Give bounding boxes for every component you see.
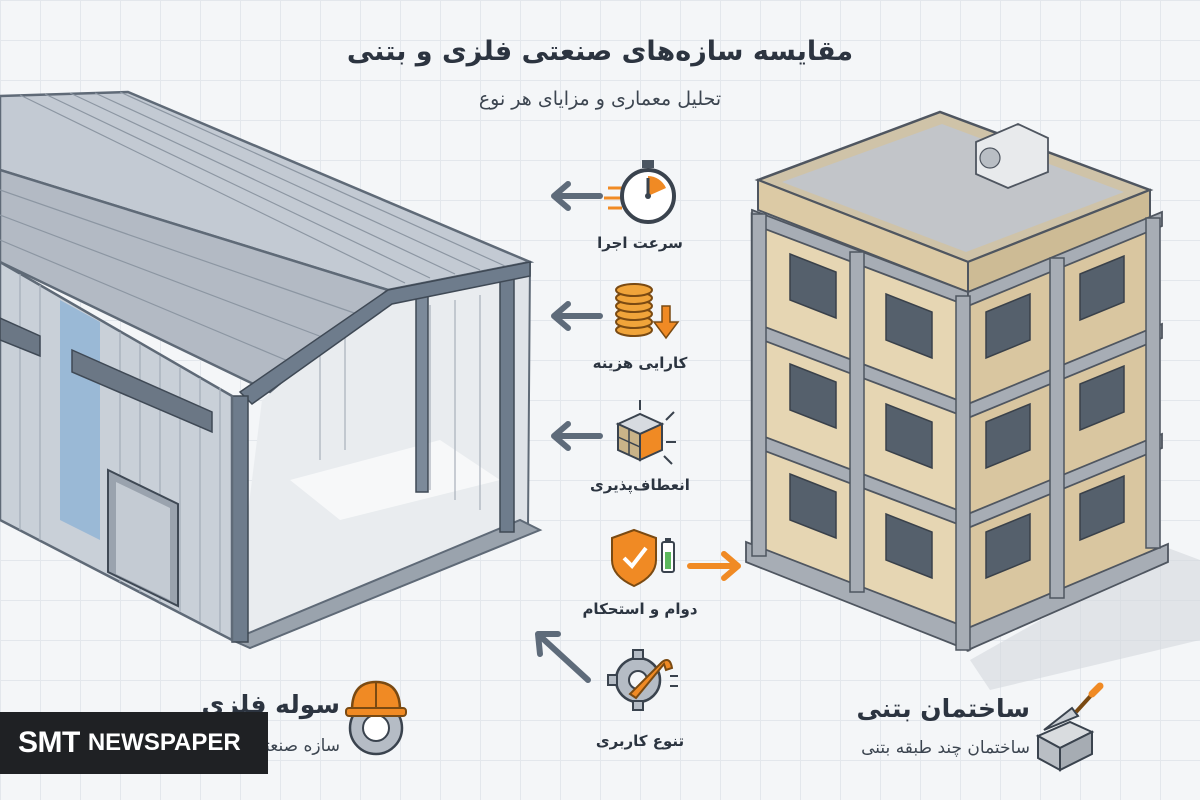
concrete-title: ساختمان بتنی: [856, 694, 1030, 723]
feature-flexibility-label: انعطاف‌پذیری: [590, 476, 690, 494]
feature-flexibility: انعطاف‌پذیری: [570, 474, 710, 494]
diagram-title: مقایسه سازه‌های صنعتی فلزی و بتنی: [346, 36, 854, 67]
watermark-name: NEWSPAPER: [87, 729, 241, 756]
feature-usage: تنوع کاربری: [570, 730, 710, 750]
feature-usage-label: تنوع کاربری: [595, 732, 685, 750]
arrow-left-speed-icon: [551, 181, 603, 211]
feature-durability-label: دوام و استحکام: [582, 600, 698, 618]
stopwatch-icon: [604, 160, 676, 224]
coins-icon: [615, 283, 680, 340]
steel-subtitle: سازه صنعتی: [250, 736, 340, 756]
arrow-right-durability-icon: [687, 551, 741, 581]
hard-hat-icon: [345, 680, 407, 756]
arrow-left-flex-icon: [551, 421, 603, 451]
concrete-subtitle: ساختمان چند طبقه بتنی: [861, 738, 1030, 758]
watermark-logo: SMT NEWSPAPER: [0, 712, 268, 774]
gear-wrench-icon: [607, 649, 678, 711]
feature-durability: دوام و استحکام: [570, 598, 710, 618]
shield-check-icon: [611, 528, 675, 588]
modular-cube-icon: [615, 400, 676, 465]
steel-warehouse-illustration: [0, 90, 543, 650]
feature-speed-label: سرعت اجرا: [597, 234, 683, 252]
trowel-block-icon: [1035, 682, 1104, 772]
arrow-left-cost-icon: [551, 301, 603, 331]
arrow-upleft-usage-icon: [535, 631, 591, 683]
concrete-building-illustration: [745, 110, 1200, 690]
diagram-subtitle: تحلیل معماری و مزایای هر نوع: [478, 88, 722, 110]
feature-cost: کارایی هزینه: [570, 352, 710, 372]
feature-cost-label: کارایی هزینه: [592, 354, 688, 372]
feature-speed: سرعت اجرا: [570, 232, 710, 252]
watermark-brand: SMT: [18, 726, 80, 759]
arrows: [535, 181, 741, 683]
